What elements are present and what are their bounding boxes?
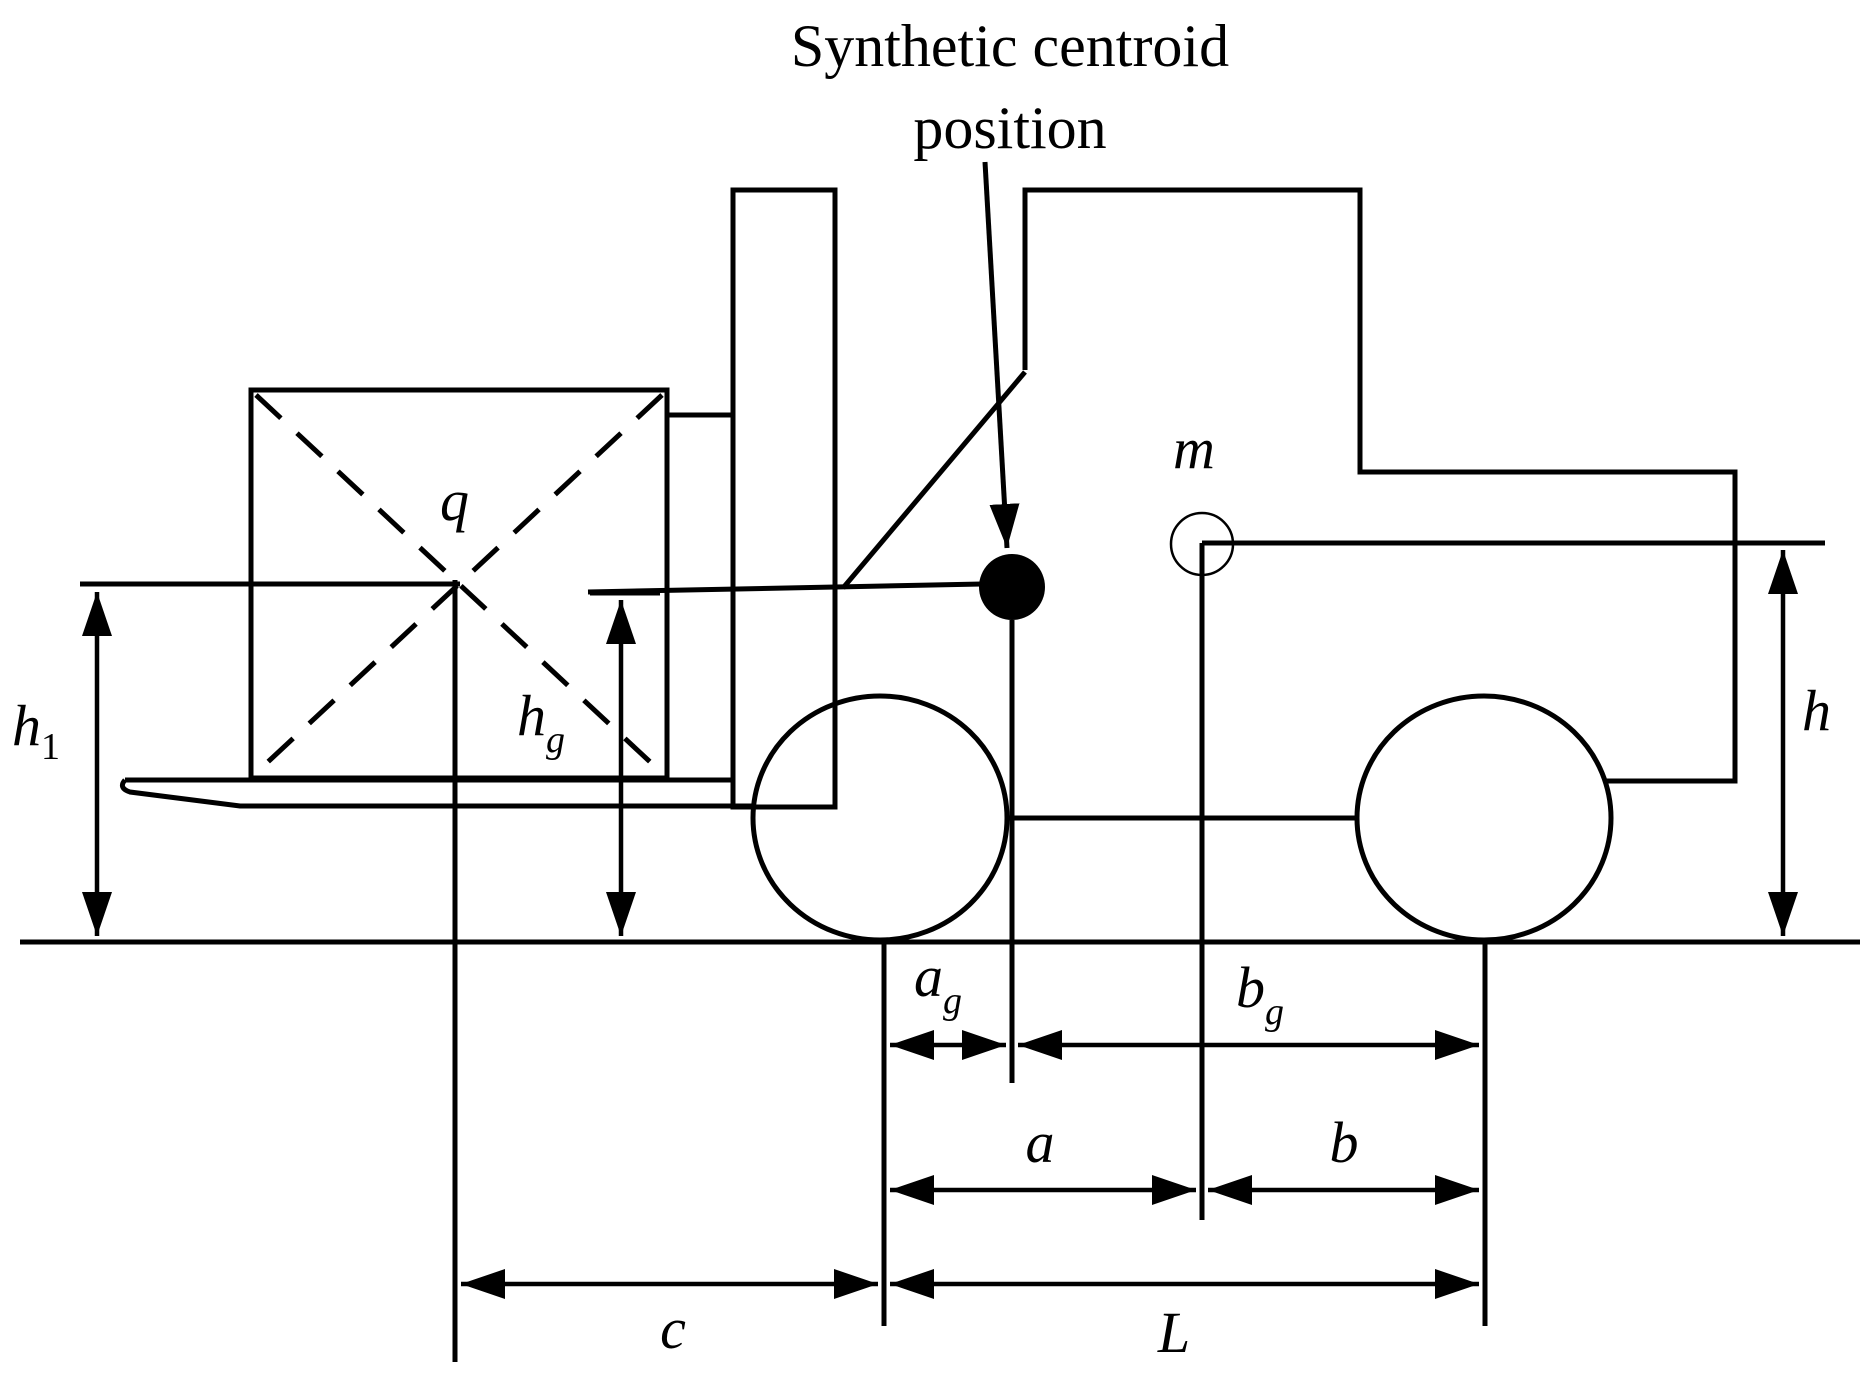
front-wheel <box>750 693 1010 943</box>
label-ag-sub: g <box>943 980 962 1022</box>
label-hg-base: h <box>517 683 546 748</box>
label-a: a <box>1026 1110 1055 1175</box>
load-diagonal-2 <box>254 393 664 775</box>
label-hg: hg <box>517 683 565 761</box>
label-m: m <box>1173 416 1215 481</box>
synthetic-centroid-marker <box>979 554 1045 620</box>
fork <box>119 777 733 809</box>
overhead-guard <box>841 370 1027 590</box>
label-ag-base: a <box>914 944 943 1009</box>
callout-line-1: Synthetic centroid <box>791 13 1229 79</box>
callout-line-2: position <box>913 95 1106 161</box>
label-ag: ag <box>914 944 962 1022</box>
label-L: L <box>1157 1300 1190 1365</box>
cab-outline <box>1022 187 1738 784</box>
label-b: b <box>1330 1110 1359 1175</box>
label-bg-sub: g <box>1265 991 1284 1033</box>
label-bg-base: b <box>1236 955 1265 1020</box>
load-diagonal-1 <box>254 393 664 775</box>
label-h1: h1 <box>12 693 60 768</box>
label-h1-base: h <box>12 693 41 758</box>
callout-arrow <box>982 161 1020 549</box>
label-q: q <box>440 468 469 533</box>
label-h1-sub: 1 <box>41 726 60 768</box>
mast <box>730 187 838 810</box>
label-hg-sub: g <box>546 719 565 761</box>
rear-wheel <box>1354 693 1614 943</box>
label-c: c <box>660 1296 686 1361</box>
label-bg: bg <box>1236 955 1284 1033</box>
label-h: h <box>1802 678 1831 743</box>
